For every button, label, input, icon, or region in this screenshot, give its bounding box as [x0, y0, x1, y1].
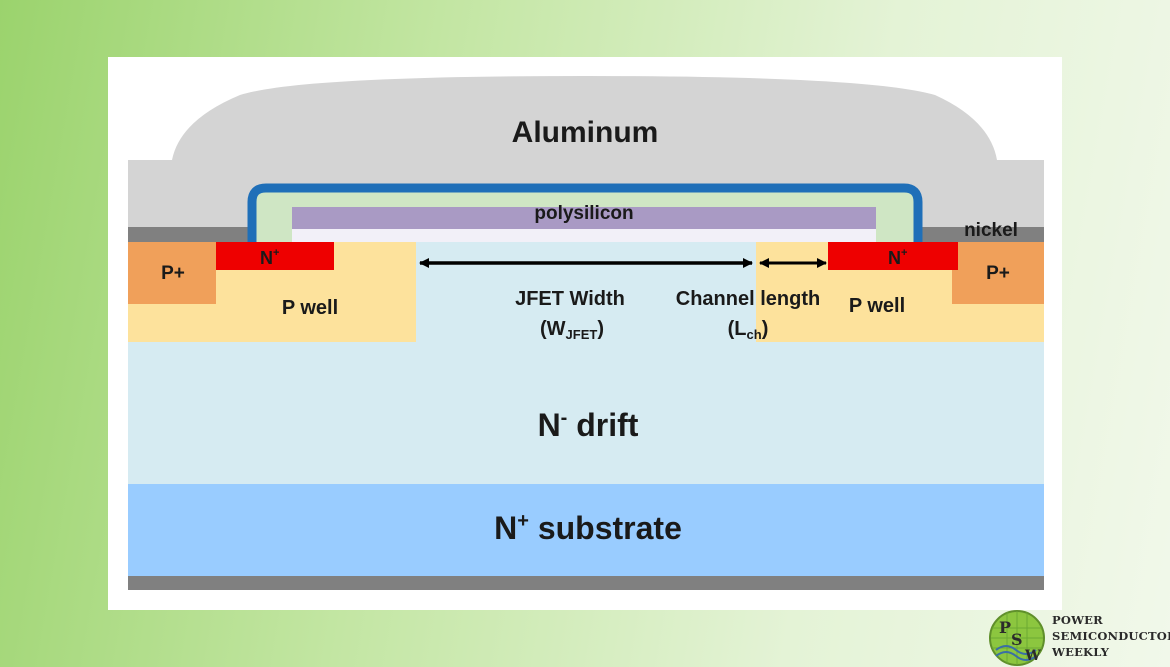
p-plus-right-region — [952, 242, 1044, 304]
logo-line-3: WEEKLY — [1052, 645, 1110, 659]
n-plus-left-main: N — [260, 248, 273, 268]
channel-symbol-close: ) — [762, 318, 769, 340]
channel-symbol-sub: ch — [747, 327, 762, 342]
drift-rest: drift — [567, 407, 638, 443]
n-substrate — [128, 484, 1044, 576]
jfet-symbol-close: ) — [597, 318, 604, 340]
n-plus-left-sup: + — [273, 247, 279, 259]
logo-letter-w: W — [1024, 648, 1041, 664]
drift-sup: - — [561, 407, 568, 429]
drift-main: N — [538, 407, 561, 443]
p-well-left-label: P well — [282, 297, 338, 319]
n-plus-right-main: N — [888, 248, 901, 268]
substrate-rest: substrate — [529, 510, 682, 546]
jfet-symbol-main: (W — [540, 318, 566, 340]
channel-symbol-main: (L — [728, 318, 747, 340]
nickel-label: nickel — [964, 220, 1018, 241]
logo-line-2: SEMICONDUCTORS — [1052, 629, 1170, 643]
substrate-main: N — [494, 510, 517, 546]
channel-length-symbol: (Lch) — [728, 318, 769, 342]
logo-line-1: POWER — [1052, 613, 1103, 627]
n-plus-right-sup: + — [901, 247, 907, 259]
aluminum-label: Aluminum — [512, 116, 659, 149]
gate-oxide-thin — [292, 229, 876, 242]
polysilicon-gate — [292, 207, 876, 229]
channel-length-label: Channel length — [676, 288, 820, 310]
logo-letter-s: S — [1011, 630, 1023, 649]
p-plus-left-region — [128, 242, 216, 304]
substrate-sup: + — [517, 510, 529, 532]
jfet-width-label: JFET Width — [515, 288, 625, 310]
backside-metal — [128, 576, 1044, 590]
jfet-symbol-sub: JFET — [566, 327, 598, 342]
n-substrate-label: N+ substrate — [494, 510, 682, 546]
n-plus-right-region — [828, 242, 958, 270]
n-plus-left-region — [216, 242, 334, 270]
jfet-width-symbol: (WJFET) — [540, 318, 604, 342]
p-plus-right-label: P+ — [986, 263, 1010, 284]
logo-wordmark: POWER SEMICONDUCTORS WEEKLY — [1052, 612, 1170, 660]
polysilicon-label: polysilicon — [534, 203, 633, 224]
n-plus-right-label: N+ — [888, 247, 907, 268]
logo-letter-p: P — [999, 618, 1011, 637]
n-plus-left-label: N+ — [260, 247, 279, 268]
p-well-right-label: P well — [849, 295, 905, 317]
psw-logo-emblem: P S W — [989, 610, 1045, 666]
n-drift-label: N- drift — [538, 407, 639, 443]
p-plus-left-label: P+ — [161, 263, 185, 284]
